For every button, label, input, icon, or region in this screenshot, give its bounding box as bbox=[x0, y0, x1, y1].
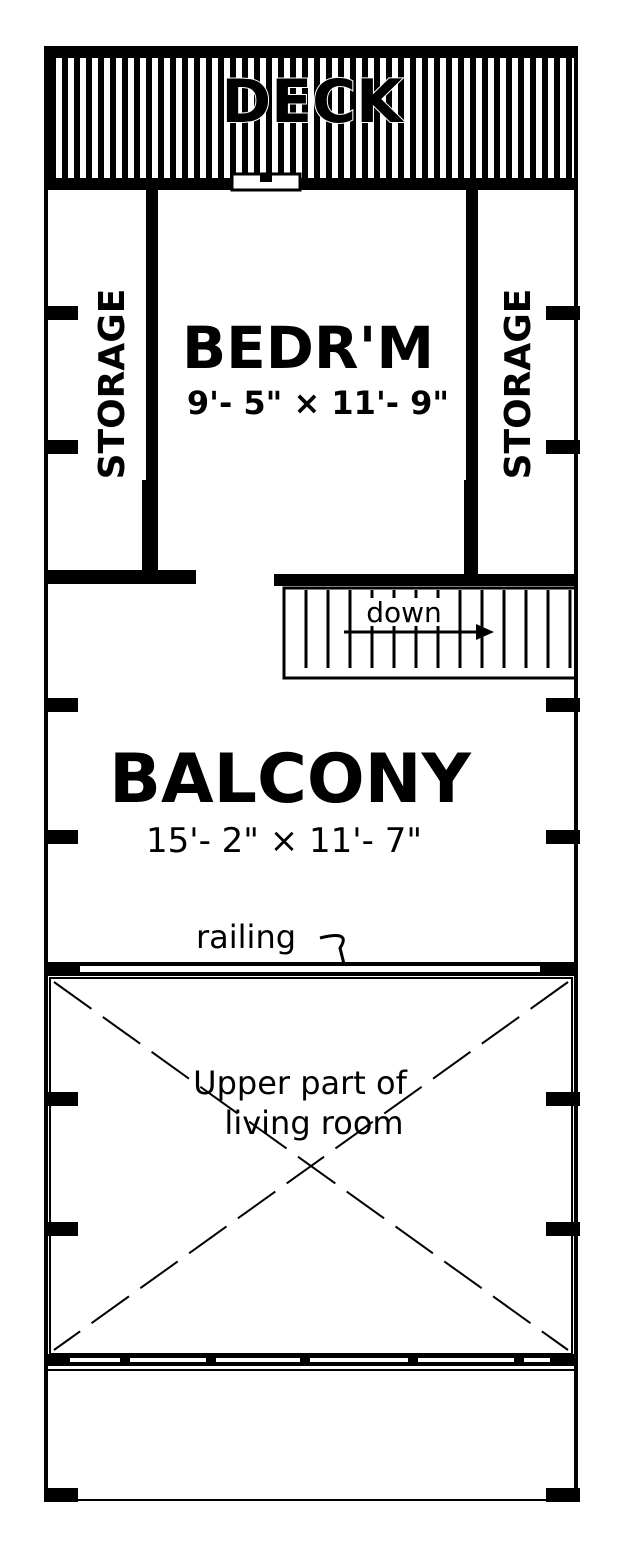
railing: railing bbox=[46, 918, 576, 976]
deck-slat bbox=[272, 58, 278, 178]
deck-slat bbox=[236, 58, 242, 178]
deck-slat bbox=[308, 58, 314, 178]
deck-slat bbox=[140, 58, 146, 178]
deck-slat bbox=[224, 58, 230, 178]
deck-label: DECK bbox=[221, 67, 405, 137]
open-to-below: Upper part of living room bbox=[49, 977, 573, 1355]
deck-slat bbox=[320, 58, 326, 178]
storage-left-label: STORAGE bbox=[92, 289, 133, 480]
deck-slat bbox=[344, 58, 350, 178]
wall-stubs bbox=[44, 306, 580, 1502]
deck-slat bbox=[332, 58, 338, 178]
stairs-label: down bbox=[366, 596, 442, 629]
deck-slat bbox=[368, 58, 374, 178]
deck-slat bbox=[440, 58, 446, 178]
deck-slat bbox=[92, 58, 98, 178]
deck-slat bbox=[128, 58, 134, 178]
deck-slat bbox=[104, 58, 110, 178]
deck-slat bbox=[296, 58, 302, 178]
window-wall bbox=[46, 1354, 576, 1371]
deck-slat bbox=[536, 58, 542, 178]
deck-slat bbox=[200, 58, 206, 178]
deck-slat bbox=[152, 58, 158, 178]
open-to-below-line2: living room bbox=[224, 1104, 403, 1142]
deck-slat bbox=[416, 58, 422, 178]
deck-slat bbox=[524, 58, 530, 178]
deck-slat bbox=[500, 58, 506, 178]
deck-slat bbox=[164, 58, 170, 178]
deck-slat bbox=[476, 58, 482, 178]
bedroom-walls bbox=[46, 190, 576, 586]
deck-slat bbox=[512, 58, 518, 178]
deck-slat bbox=[488, 58, 494, 178]
outer-walls bbox=[44, 46, 580, 1502]
deck-slat bbox=[548, 58, 554, 178]
deck-slat bbox=[68, 58, 74, 178]
deck-slat bbox=[392, 58, 398, 178]
deck-slat bbox=[188, 58, 194, 178]
bedroom-dimensions: 9'- 5" × 11'- 9" bbox=[187, 384, 449, 422]
down-arrow-icon bbox=[476, 624, 494, 640]
deck-slat bbox=[176, 58, 182, 178]
bedroom-label: BEDR'M bbox=[182, 314, 434, 382]
deck-slat bbox=[404, 58, 410, 178]
deck-slat bbox=[380, 58, 386, 178]
deck-slat bbox=[212, 58, 218, 178]
deck-slat bbox=[452, 58, 458, 178]
railing-label: railing bbox=[196, 918, 296, 956]
storage-right-label: STORAGE bbox=[498, 289, 539, 480]
open-to-below-line1: Upper part of bbox=[193, 1064, 407, 1102]
balcony-label: BALCONY bbox=[109, 740, 471, 819]
deck-slat bbox=[116, 58, 122, 178]
deck-slat bbox=[80, 58, 86, 178]
deck-slat bbox=[260, 58, 266, 178]
deck: DECK bbox=[48, 46, 578, 192]
deck-slat bbox=[248, 58, 254, 178]
deck-slat bbox=[428, 58, 434, 178]
deck-slat bbox=[560, 58, 566, 178]
deck-slat bbox=[356, 58, 362, 178]
deck-slat bbox=[464, 58, 470, 178]
stairs: down bbox=[282, 586, 578, 680]
deck-slat bbox=[56, 58, 62, 178]
deck-slat bbox=[284, 58, 290, 178]
balcony-dimensions: 15'- 2" × 11'- 7" bbox=[146, 821, 422, 861]
